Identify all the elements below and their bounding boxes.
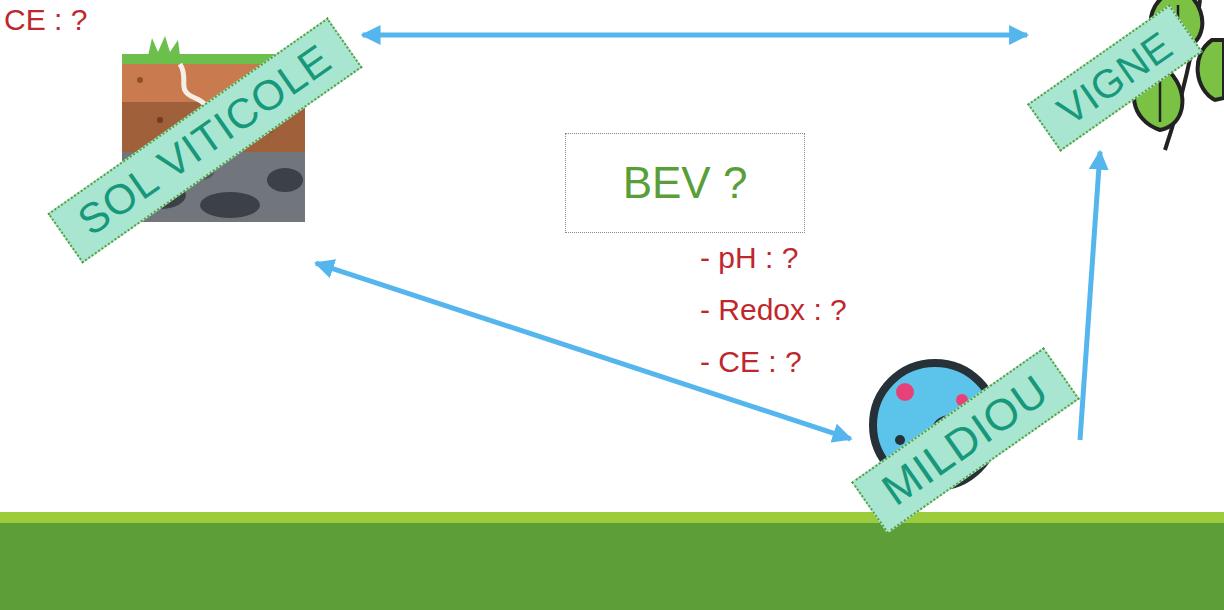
ground-band xyxy=(0,523,1224,610)
double-arrow xyxy=(316,263,851,439)
soil-icon xyxy=(157,117,163,123)
soil-icon xyxy=(148,36,180,56)
question-box: BEV ? xyxy=(565,133,805,233)
double-arrow xyxy=(363,33,1028,38)
mildew-icon xyxy=(895,435,905,445)
soil-banner: SOL VITICOLE xyxy=(47,17,362,263)
question-label: - CE : ? xyxy=(700,344,802,380)
ground-band xyxy=(0,512,1224,610)
question-label: - pH : ? xyxy=(700,240,798,276)
mildew-icon xyxy=(896,383,914,401)
soil-icon xyxy=(200,192,260,218)
ground-band xyxy=(0,512,1224,523)
question-label: CE : ? xyxy=(4,2,87,38)
node-text: BEV ? xyxy=(623,157,748,210)
vine-icon xyxy=(1159,80,1162,122)
soil-icon xyxy=(137,77,143,83)
question-label: - Redox : ? xyxy=(700,292,847,328)
soil-icon xyxy=(267,168,303,192)
double-arrow xyxy=(1080,152,1100,440)
